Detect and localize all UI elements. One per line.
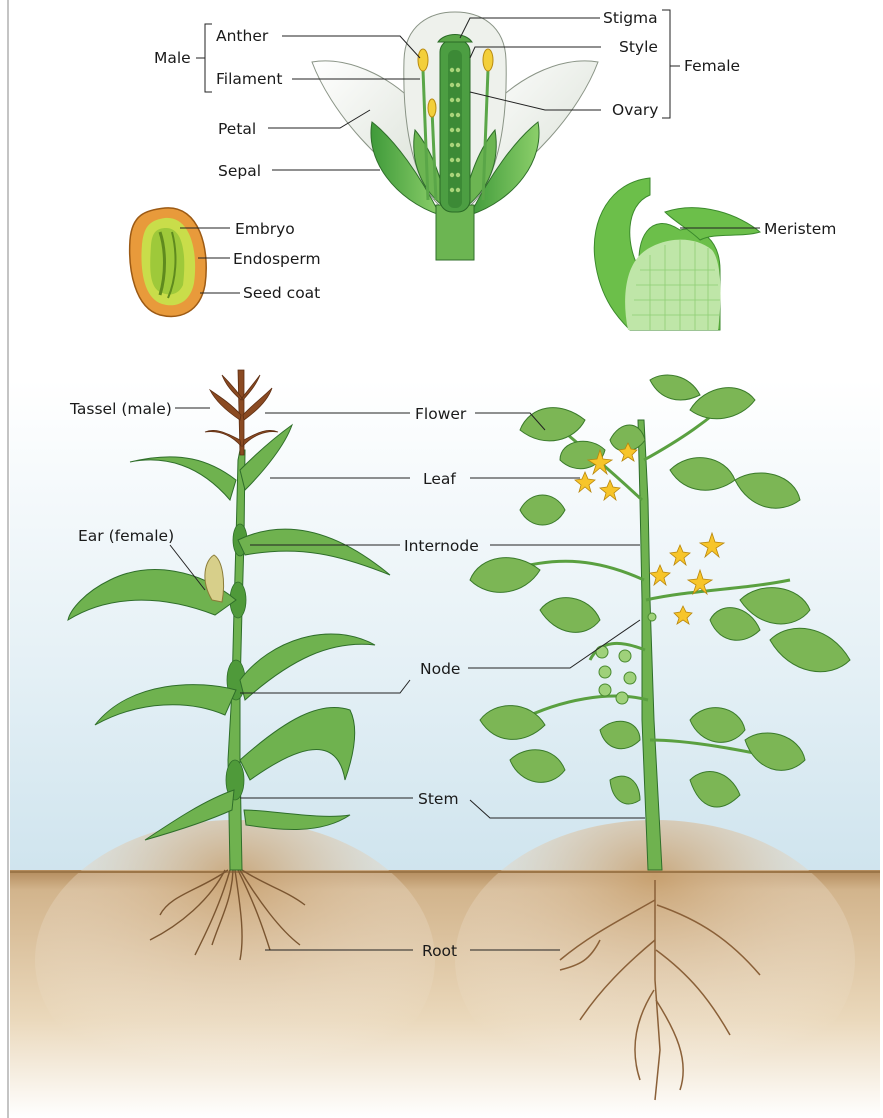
label-stigma: Stigma <box>603 9 658 27</box>
label-filament: Filament <box>216 70 282 88</box>
flower-cross-section <box>312 12 598 260</box>
label-stem: Stem <box>418 790 459 808</box>
label-leaf: Leaf <box>423 470 456 488</box>
label-seed-coat: Seed coat <box>243 284 320 302</box>
label-internode: Internode <box>404 537 479 555</box>
label-sepal: Sepal <box>218 162 261 180</box>
label-root: Root <box>422 942 457 960</box>
label-meristem: Meristem <box>764 220 836 238</box>
label-endosperm: Endosperm <box>233 250 321 268</box>
label-male: Male <box>154 49 191 67</box>
label-ear: Ear (female) <box>78 527 174 545</box>
label-anther: Anther <box>216 27 269 45</box>
label-embryo: Embryo <box>235 220 295 238</box>
label-style: Style <box>619 38 658 56</box>
label-petal: Petal <box>218 120 256 138</box>
label-node: Node <box>420 660 460 678</box>
label-flower: Flower <box>415 405 467 423</box>
label-female: Female <box>684 57 740 75</box>
meristem-illustration <box>594 178 760 330</box>
label-tassel: Tassel (male) <box>69 400 172 418</box>
seed-illustration <box>130 208 207 317</box>
label-ovary: Ovary <box>612 101 658 119</box>
